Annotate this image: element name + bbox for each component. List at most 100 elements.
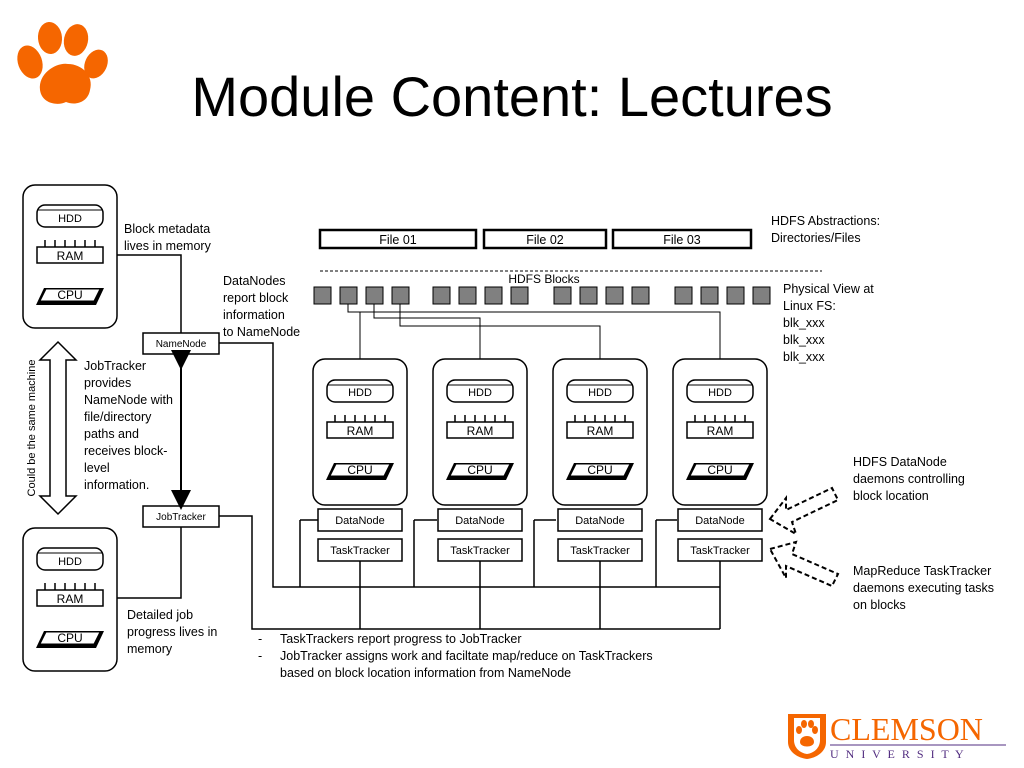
ram-icon <box>36 583 104 607</box>
cpu-label: CPU <box>587 463 612 477</box>
cpu-icon <box>686 463 754 480</box>
datanode-label: DataNode <box>575 515 625 527</box>
datanode-box <box>317 508 403 532</box>
hdfs-block <box>726 286 745 305</box>
hdd-label: HDD <box>58 213 82 225</box>
tasktracker-label: TaskTracker <box>450 545 510 557</box>
ram-icon <box>686 415 754 439</box>
hdfs-block <box>752 286 771 305</box>
hdfs-block <box>339 286 358 305</box>
datanode-label: DataNode <box>455 515 505 527</box>
cpu-icon <box>36 631 104 648</box>
hdd-label: HDD <box>588 387 612 399</box>
file-label: File 01 <box>379 233 417 247</box>
file-box <box>318 228 478 250</box>
tiger-paw-crest-icon <box>788 714 826 759</box>
hdd-icon <box>326 379 394 403</box>
hdfs-block <box>391 286 410 305</box>
namenode-machine: HDD RAM CPU <box>22 184 118 329</box>
hdfs-block <box>553 286 572 305</box>
file-boxes: File 01 File 02 File 03 <box>318 228 753 250</box>
bullet-item: -TaskTrackers report progress to JobTrac… <box>258 632 522 646</box>
cpu-icon <box>446 463 514 480</box>
tasktracker-box <box>677 538 763 562</box>
hdd-icon <box>36 204 104 228</box>
cpu-label: CPU <box>707 463 732 477</box>
ram-label: RAM <box>57 249 84 263</box>
hdfs-block <box>432 286 451 305</box>
cpu-label: CPU <box>467 463 492 477</box>
slide-title: Module Content: Lectures <box>191 65 833 128</box>
hdfs-block <box>458 286 477 305</box>
hdfs-blocks <box>313 286 771 305</box>
bullet-list: -TaskTrackers report progress to JobTrac… <box>258 631 653 682</box>
namenode-label: NameNode <box>156 339 207 350</box>
cpu-label: CPU <box>347 463 372 477</box>
same-machine-arrow <box>38 340 78 516</box>
tasktracker-label: TaskTracker <box>330 545 390 557</box>
clemson-university-logo: CLEMSON U N I V E R S I T Y <box>786 711 1012 765</box>
datanode-pointer-arrow <box>768 486 840 537</box>
hdfs-block <box>631 286 650 305</box>
datanode-box <box>677 508 763 532</box>
ram-icon <box>36 240 104 264</box>
file-box <box>482 228 608 250</box>
datanode-label: DataNode <box>335 515 385 527</box>
hdfs-abstractions-note: HDFS Abstractions:Directories/Files <box>771 214 881 245</box>
ram-icon <box>566 415 634 439</box>
same-machine-label: Could be the same machine <box>26 360 38 497</box>
tasktracker-box <box>557 538 643 562</box>
hdfs-block <box>674 286 693 305</box>
clemson-wordmark: CLEMSON <box>830 712 983 747</box>
hdd-icon <box>566 379 634 403</box>
jobtracker-machine: HDD RAM CPU <box>22 527 118 672</box>
datanode-box <box>557 508 643 532</box>
ram-icon <box>446 415 514 439</box>
hdfs-block <box>484 286 503 305</box>
tasktracker-box <box>437 538 523 562</box>
tasktracker-label: TaskTracker <box>690 545 750 557</box>
jobtracker-label: JobTracker <box>156 512 206 523</box>
hdfs-blocks-label: HDFS Blocks <box>508 272 579 286</box>
datanode-box <box>437 508 523 532</box>
datanode-label: DataNode <box>695 515 745 527</box>
hdd-icon <box>446 379 514 403</box>
file-label: File 03 <box>663 233 701 247</box>
ram-label: RAM <box>467 424 494 438</box>
hdd-label: HDD <box>708 387 732 399</box>
hdfs-block <box>605 286 624 305</box>
bullet-item-continuation: based on block location information from… <box>280 666 572 680</box>
tasktracker-box <box>317 538 403 562</box>
hdfs-block <box>510 286 529 305</box>
tasktracker-pointer-arrow <box>768 540 840 588</box>
university-wordmark: U N I V E R S I T Y <box>830 747 966 760</box>
block-placement-lines <box>347 304 721 380</box>
file-label: File 02 <box>526 233 564 247</box>
ram-icon <box>326 415 394 439</box>
hdd-label: HDD <box>58 556 82 568</box>
hdfs-block <box>700 286 719 305</box>
hdfs-block <box>579 286 598 305</box>
ram-label: RAM <box>347 424 374 438</box>
tiger-paw-logo <box>17 22 108 104</box>
cpu-icon <box>566 463 634 480</box>
ram-label: RAM <box>587 424 614 438</box>
hdd-icon <box>686 379 754 403</box>
hdd-icon <box>36 547 104 571</box>
cpu-label: CPU <box>57 288 82 302</box>
ram-label: RAM <box>707 424 734 438</box>
hdd-label: HDD <box>348 387 372 399</box>
hdfs-block <box>313 286 332 305</box>
tasktracker-label: TaskTracker <box>570 545 630 557</box>
